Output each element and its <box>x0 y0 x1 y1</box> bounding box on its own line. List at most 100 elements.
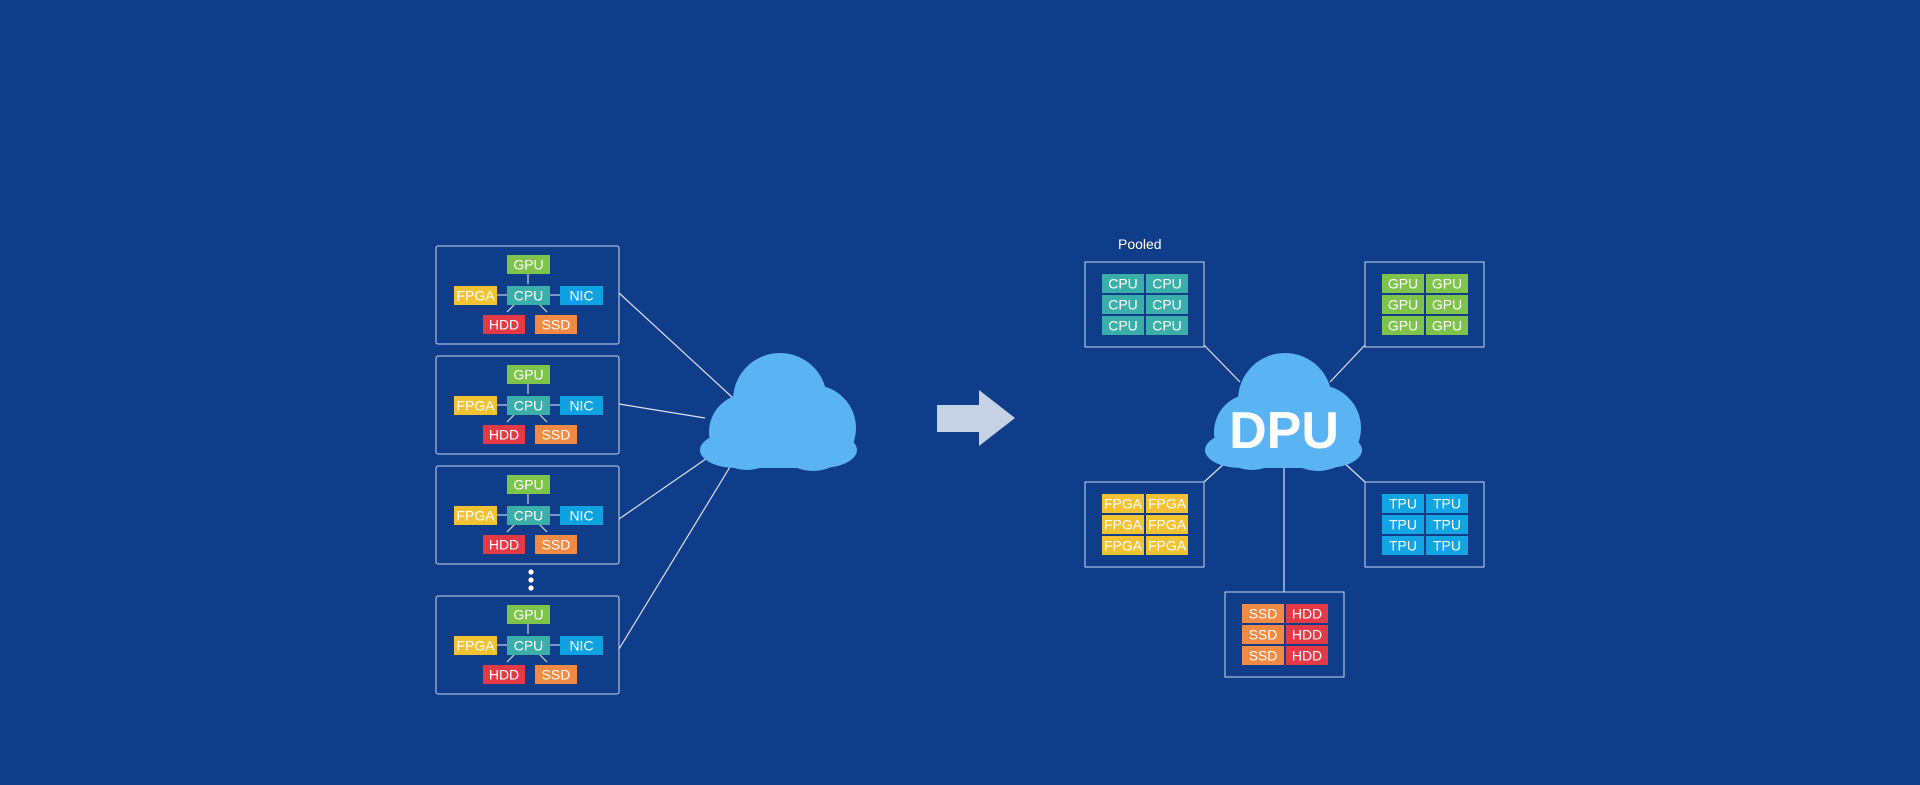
pool-chip-cpu: CPU <box>1146 295 1188 314</box>
pool-chip-gpu: GPU <box>1382 295 1424 314</box>
chip-cpu: CPU <box>507 636 550 655</box>
pool-chip-label: SSD <box>1249 606 1278 622</box>
chip-hdd: HDD <box>483 315 525 334</box>
dpu-label: DPU <box>1229 402 1339 460</box>
chip-fpga: FPGA <box>454 506 497 525</box>
chip-hdd: HDD <box>483 425 525 444</box>
chip-ssd: SSD <box>535 425 577 444</box>
pool-chip-label: SSD <box>1249 648 1278 664</box>
chip-nic: NIC <box>560 506 603 525</box>
pool-chip-label: TPU <box>1433 517 1461 533</box>
server-bus-lines <box>497 384 560 423</box>
transform-arrow-icon <box>937 390 1015 446</box>
chip-label: SSD <box>542 537 571 553</box>
pool-chip-gpu: GPU <box>1426 295 1468 314</box>
pool-chip-tpu: TPU <box>1382 515 1424 534</box>
pool-chip-tpu: TPU <box>1426 536 1468 555</box>
chip-gpu: GPU <box>507 365 550 384</box>
server-2: GPU FPGA CPU NIC HDD SSD <box>435 355 620 455</box>
pool-chip-ssd: SSD <box>1242 625 1284 644</box>
chip-nic: NIC <box>560 396 603 415</box>
pool-chip-label: HDD <box>1292 648 1322 664</box>
pool-chip-fpga: FPGA <box>1102 536 1144 555</box>
chip-label: NIC <box>569 288 593 304</box>
chip-ssd: SSD <box>535 535 577 554</box>
pool-chip-fpga: FPGA <box>1146 494 1188 513</box>
chip-hdd: HDD <box>483 665 525 684</box>
server-box <box>435 595 620 695</box>
pool-chip-label: GPU <box>1388 318 1418 334</box>
pool-chip-fpga: FPGA <box>1102 494 1144 513</box>
pool-chip-gpu: GPU <box>1426 316 1468 335</box>
pool-chip-label: CPU <box>1108 297 1138 313</box>
pool-chip-ssd: SSD <box>1242 646 1284 665</box>
pool-chip-label: FPGA <box>1104 538 1143 554</box>
chip-label: HDD <box>489 537 519 553</box>
server-bus-lines <box>497 624 560 663</box>
chip-label: NIC <box>569 508 593 524</box>
pool-box <box>1364 261 1485 348</box>
pool-chip-label: CPU <box>1108 318 1138 334</box>
pool-chip-hdd: HDD <box>1286 625 1328 644</box>
pooled-label: Pooled <box>1118 236 1162 252</box>
chip-label: SSD <box>542 427 571 443</box>
pool-chip-tpu: TPU <box>1426 494 1468 513</box>
pool-chip-cpu: CPU <box>1102 316 1144 335</box>
pool-chip-tpu: TPU <box>1382 536 1424 555</box>
chip-label: NIC <box>569 638 593 654</box>
pool-chip-label: FPGA <box>1104 517 1143 533</box>
pool-chip-hdd: HDD <box>1286 604 1328 623</box>
pool-chip-gpu: GPU <box>1382 316 1424 335</box>
chip-fpga: FPGA <box>454 286 497 305</box>
chip-label: NIC <box>569 398 593 414</box>
pool-box <box>1364 481 1485 568</box>
chip-label: CPU <box>514 288 544 304</box>
pool-chip-label: SSD <box>1249 627 1278 643</box>
pool-chip-label: GPU <box>1432 297 1462 313</box>
chip-label: SSD <box>542 317 571 333</box>
chip-label: HDD <box>489 427 519 443</box>
pool-chip-label: GPU <box>1388 297 1418 313</box>
pool-chip-gpu: GPU <box>1426 274 1468 293</box>
connector-line <box>618 403 706 419</box>
server-box <box>435 355 620 455</box>
chip-label: HDD <box>489 317 519 333</box>
chip-cpu: CPU <box>507 286 550 305</box>
chip-label: FPGA <box>456 398 495 414</box>
pool-chip-label: TPU <box>1433 538 1461 554</box>
storage-pool: SSD HDD SSD HDD SSD HDD <box>1224 591 1345 678</box>
chip-cpu: CPU <box>507 506 550 525</box>
connector-line <box>618 453 714 520</box>
pool-chip-label: HDD <box>1292 627 1322 643</box>
chip-label: FPGA <box>456 288 495 304</box>
server-box <box>435 465 620 565</box>
pool-chip-label: TPU <box>1389 517 1417 533</box>
pool-chip-cpu: CPU <box>1102 274 1144 293</box>
chip-nic: NIC <box>560 636 603 655</box>
pool-chip-label: TPU <box>1433 496 1461 512</box>
server-bus-lines <box>497 494 560 533</box>
chip-label: SSD <box>542 667 571 683</box>
pool-chip-hdd: HDD <box>1286 646 1328 665</box>
pool-chip-cpu: CPU <box>1102 295 1144 314</box>
pool-box <box>1224 591 1345 678</box>
dpu-cloud-icon <box>1205 353 1362 471</box>
chip-gpu: GPU <box>507 255 550 274</box>
pool-chip-label: HDD <box>1292 606 1322 622</box>
more-servers-ellipsis <box>528 569 534 591</box>
pool-chip-label: CPU <box>1108 276 1138 292</box>
pool-chip-label: TPU <box>1389 538 1417 554</box>
chip-label: CPU <box>514 398 544 414</box>
chip-label: CPU <box>514 638 544 654</box>
pool-chip-fpga: FPGA <box>1146 536 1188 555</box>
chip-ssd: SSD <box>535 315 577 334</box>
chip-nic: NIC <box>560 286 603 305</box>
pool-box <box>1084 481 1205 568</box>
